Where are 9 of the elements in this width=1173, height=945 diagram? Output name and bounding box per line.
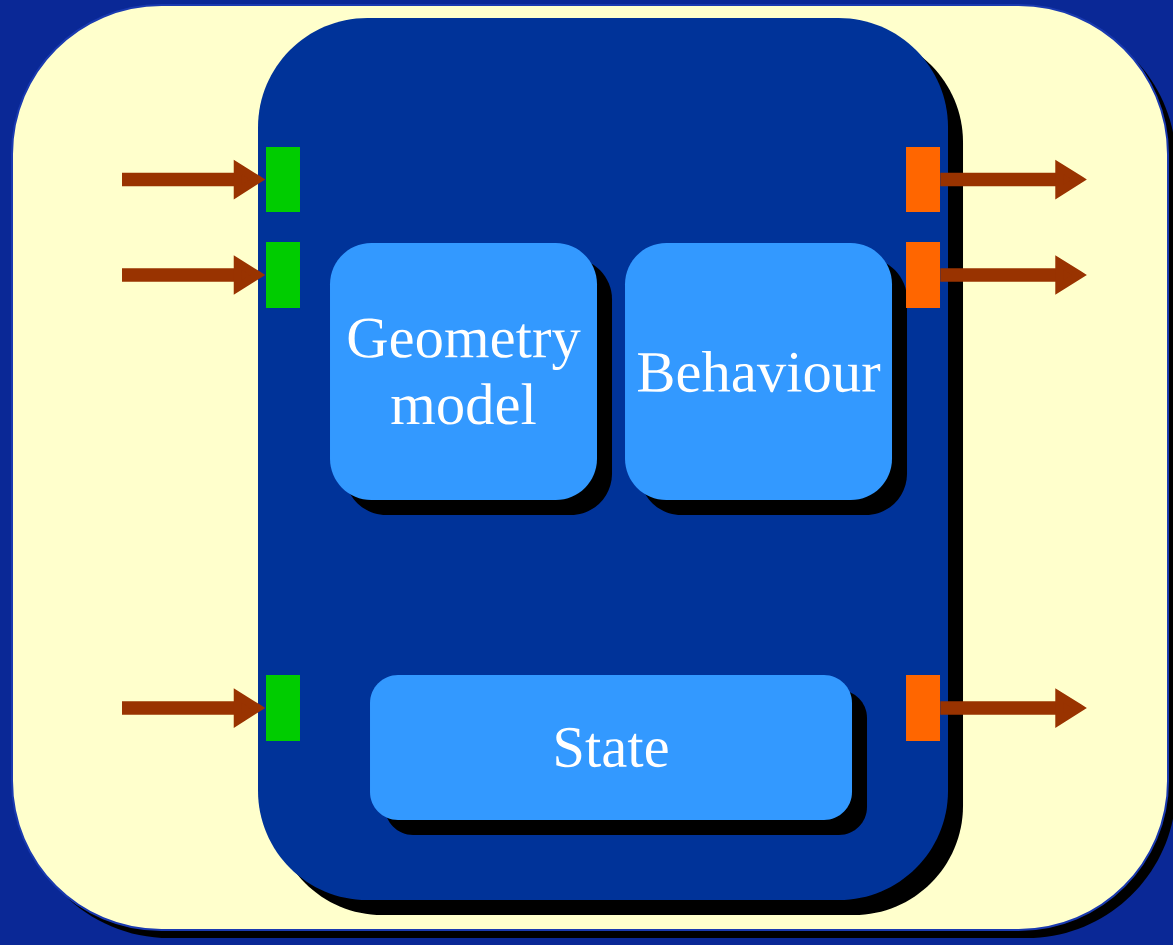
module-box: Geometry model [330,243,612,515]
output-port [906,147,940,212]
input-port [266,675,300,741]
module-box: Behaviour [625,243,907,515]
module-box: State [370,675,867,835]
output-port [906,675,940,741]
input-port [266,147,300,212]
input-port [266,242,300,308]
output-port [906,242,940,308]
